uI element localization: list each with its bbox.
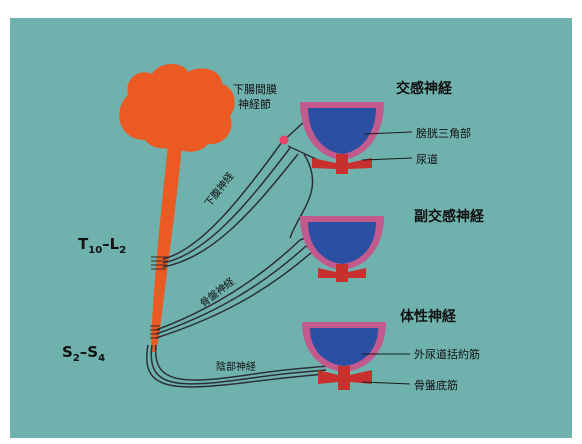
ganglion-label-line2: 神経節: [238, 96, 271, 112]
somatic-title: 体性神経: [400, 306, 456, 326]
bladder-parasympathetic: [300, 216, 384, 282]
bladder-sympathetic: [300, 102, 384, 174]
trigone-label: 膀胱三角部: [416, 125, 471, 141]
pelvic-floor-label: 骨盤底筋: [414, 377, 458, 393]
ganglion-dot: [280, 136, 289, 145]
ganglion-label-line1: 下腸間膜: [233, 81, 277, 97]
pudendal-nerve-label: 陰部神経: [216, 358, 256, 373]
sacral-level-label: S2–S4: [62, 343, 105, 364]
brain-illustration: [119, 64, 234, 152]
external-sphincter-label: 外尿道括約筋: [414, 346, 480, 362]
sympathetic-title: 交感神経: [396, 78, 452, 98]
urethra-label: 尿道: [416, 151, 438, 167]
bladder-somatic: [302, 322, 386, 390]
thoracolumbar-level-label: T10–L2: [78, 235, 126, 256]
parasympathetic-title: 副交感神経: [414, 206, 484, 226]
